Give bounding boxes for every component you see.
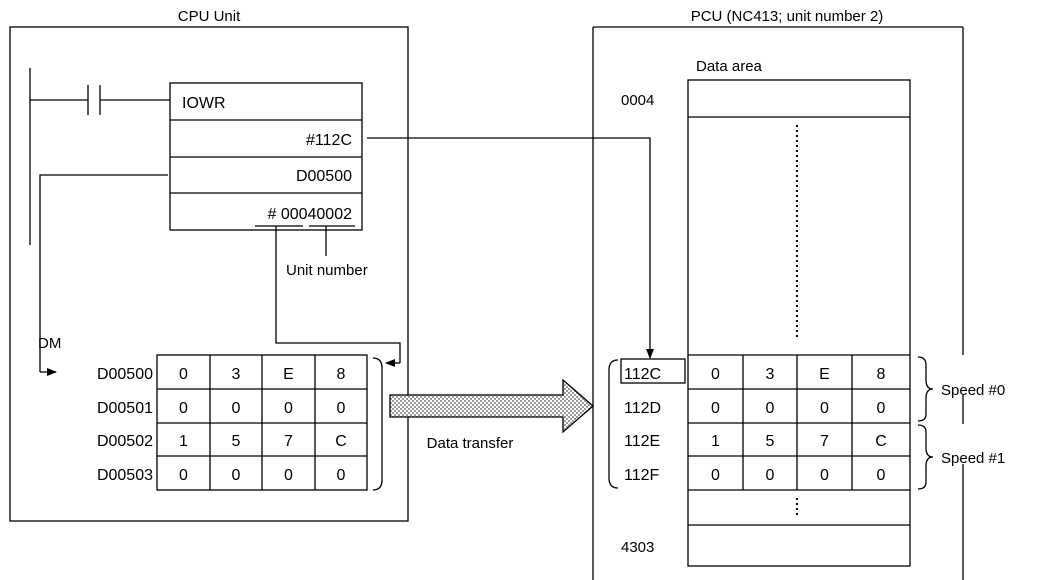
pcu-cell: 0	[820, 467, 829, 484]
pcu-cell: 0	[766, 400, 775, 417]
dm-address: D00501	[97, 400, 153, 417]
data-transfer-arrow	[389, 378, 594, 434]
operand-source: D00500	[296, 168, 352, 185]
dm-cell: E	[283, 366, 294, 383]
data-transfer-label: Data transfer	[427, 435, 514, 452]
pcu-address: 112E	[624, 433, 660, 450]
dm-cell: 3	[232, 366, 241, 383]
dest-pointer-line	[275, 226, 401, 363]
operand-control: #112C	[306, 132, 352, 149]
dm-cell: 7	[284, 433, 293, 450]
dm-cell: 1	[179, 433, 188, 450]
data-area-label: Data area	[696, 58, 763, 75]
pcu-address: 112C	[624, 366, 661, 383]
pcu-cell: 0	[820, 400, 829, 417]
operand-dest: # 00040002	[267, 206, 352, 223]
pcu-cell: 0	[877, 400, 886, 417]
dm-cell: 0	[337, 400, 346, 417]
dm-cell: 8	[337, 366, 346, 383]
pcu-cell: 0	[877, 467, 886, 484]
pcu-cell: 0	[711, 467, 720, 484]
cpu-unit-box	[9, 26, 409, 522]
operand-dest-unit: 0002	[316, 206, 352, 223]
pcu-cell: 3	[766, 366, 775, 383]
dm-address: D00500	[97, 366, 153, 383]
addr-112c-highlight	[620, 358, 686, 384]
pcu-cell: 1	[711, 433, 720, 450]
pcu-address: 112F	[624, 467, 660, 484]
operand-dest-words: 0004	[281, 206, 317, 223]
dm-cell: 0	[284, 400, 293, 417]
speed1-brace	[917, 424, 934, 490]
pcu-cell: 7	[820, 433, 829, 450]
unit-number-label: Unit number	[286, 262, 368, 279]
instruction-name: IOWR	[182, 95, 226, 112]
speed1-label: Speed #1	[941, 450, 1005, 467]
dm-cell: 0	[179, 400, 188, 417]
pcu-cell: 0	[766, 467, 775, 484]
dm-cell: 0	[232, 467, 241, 484]
dm-address: D00503	[97, 467, 153, 484]
pcu-cell: 8	[877, 366, 886, 383]
cpu-unit-title: CPU Unit	[178, 8, 241, 25]
dm-cell: 0	[337, 467, 346, 484]
dm-cell: 0	[232, 400, 241, 417]
pcu-rows: 112C 0 3 E 8 112D 0 0 0 0 112E 1 5 7 C 112F 0 0 0 0	[624, 366, 887, 484]
pcu-cell: 5	[766, 433, 775, 450]
dm-cell: 0	[179, 467, 188, 484]
data-area-column	[687, 79, 911, 567]
pcu-address: 112D	[624, 400, 661, 417]
dm-bracket	[372, 357, 383, 491]
pcu-end-addr: 4303	[621, 539, 654, 556]
dm-cell: 5	[232, 433, 241, 450]
control-pointer-line	[367, 137, 651, 355]
dm-cell: C	[335, 433, 347, 450]
pcu-cell: 0	[711, 366, 720, 383]
speed0-label: Speed #0	[941, 382, 1005, 399]
pcu-cell: E	[819, 366, 830, 383]
pcu-cell: 0	[711, 400, 720, 417]
pcu-cell: C	[875, 433, 887, 450]
pcu-start-addr: 0004	[621, 92, 654, 109]
pcu-bracket	[608, 359, 619, 489]
source-pointer-line	[39, 174, 168, 372]
pcu-title: PCU (NC413; unit number 2)	[691, 8, 884, 25]
dm-address: D00502	[97, 433, 153, 450]
dm-label: DM	[38, 335, 61, 352]
dm-cell: 0	[179, 366, 188, 383]
speed0-brace	[917, 356, 934, 422]
operand-dest-prefix: #	[267, 206, 276, 223]
dm-cell: 0	[284, 467, 293, 484]
